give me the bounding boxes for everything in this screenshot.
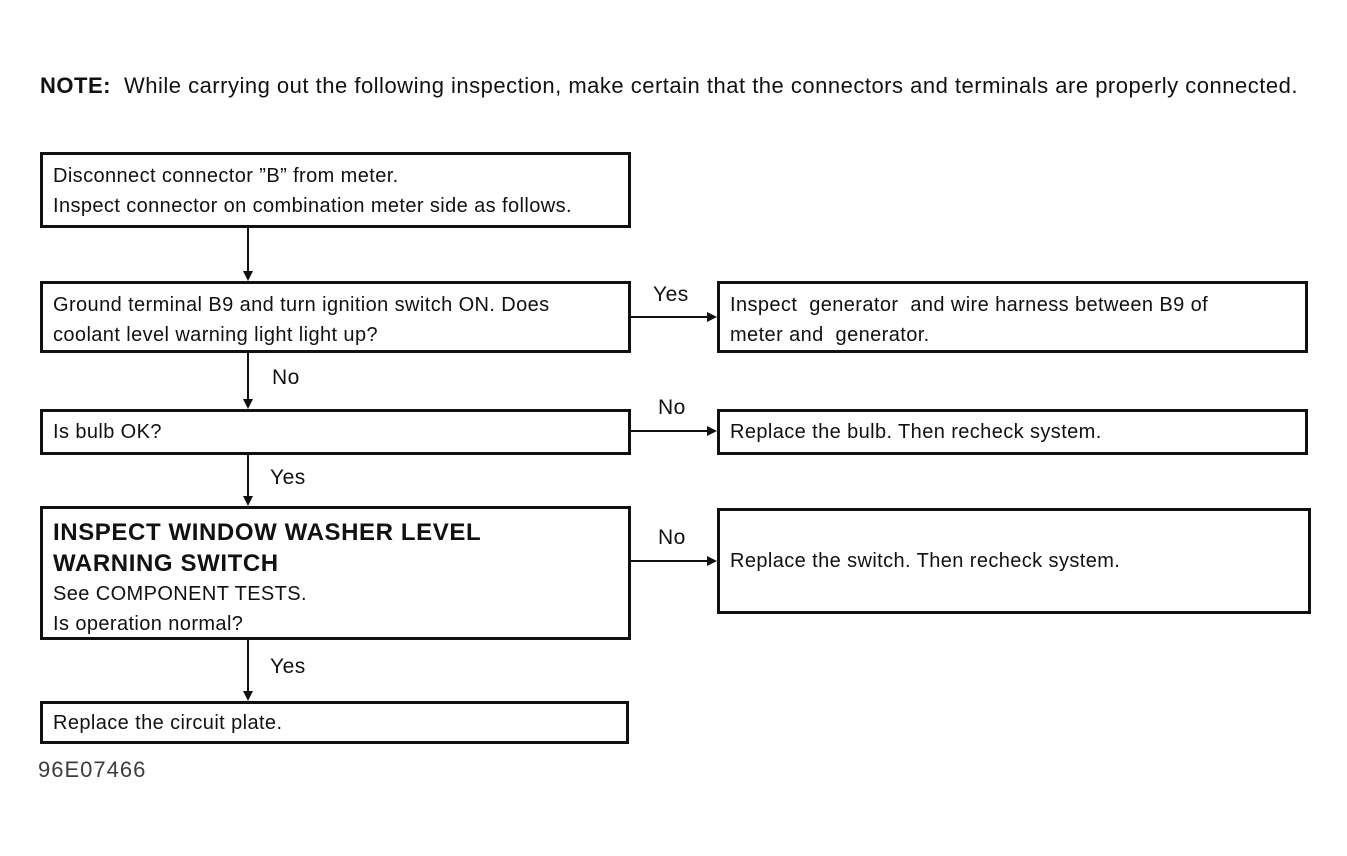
box-replace-plate-line1: Replace the circuit plate. bbox=[53, 711, 283, 734]
connector-line bbox=[247, 640, 249, 693]
connector-line bbox=[631, 560, 709, 562]
arrow-right-icon bbox=[707, 556, 717, 566]
arrow-down-icon bbox=[243, 691, 253, 701]
note-body: While carrying out the following inspect… bbox=[123, 73, 1298, 98]
note-label: NOTE: bbox=[40, 73, 111, 98]
edge-label-yes-inspect-switch: Yes bbox=[270, 466, 306, 489]
arrow-down-icon bbox=[243, 271, 253, 281]
arrow-down-icon bbox=[243, 496, 253, 506]
box-disconnect-line1: Disconnect connector ”B” from meter. bbox=[53, 165, 399, 187]
box-replace-switch: Replace the switch. Then recheck system. bbox=[717, 508, 1311, 614]
box-replace-circuit-plate: Replace the circuit plate. bbox=[40, 701, 629, 744]
note: NOTE: While carrying out the following in… bbox=[40, 70, 1325, 101]
connector-line bbox=[247, 455, 249, 498]
connector-line bbox=[631, 430, 709, 432]
box-inspect-switch-line1: See COMPONENT TESTS. bbox=[53, 583, 307, 605]
edge-label-yes-circuit-plate: Yes bbox=[270, 655, 306, 678]
box-inspect-washer-switch: INSPECT WINDOW WASHER LEVEL WARNING SWIT… bbox=[40, 506, 631, 640]
box-replace-switch-line1: Replace the switch. Then recheck system. bbox=[730, 550, 1121, 572]
arrow-right-icon bbox=[707, 426, 717, 436]
arrow-down-icon bbox=[243, 399, 253, 409]
arrow-right-icon bbox=[707, 312, 717, 322]
figure-code: 96E07466 bbox=[38, 757, 147, 782]
box-ground-line1: Ground terminal B9 and turn ignition swi… bbox=[53, 294, 550, 316]
box-disconnect-connector: Disconnect connector ”B” from meter. Ins… bbox=[40, 152, 631, 228]
box-is-bulb-ok: Is bulb OK? bbox=[40, 409, 631, 455]
box-ground-line2: coolant level warning light light up? bbox=[53, 324, 378, 346]
box-disconnect-line2: Inspect connector on combination meter s… bbox=[53, 195, 572, 217]
box-inspect-switch-line2: Is operation normal? bbox=[53, 613, 244, 635]
box-generator-line2: meter and generator. bbox=[730, 324, 930, 346]
edge-label-no-replace-bulb: No bbox=[658, 396, 686, 419]
box-inspect-generator: Inspect generator and wire harness betwe… bbox=[717, 281, 1308, 353]
connector-line bbox=[631, 316, 709, 318]
box-inspect-switch-heading1: INSPECT WINDOW WASHER LEVEL bbox=[53, 519, 482, 546]
connector-line bbox=[247, 228, 249, 273]
box-generator-line1: Inspect generator and wire harness betwe… bbox=[730, 294, 1209, 316]
box-inspect-switch-heading2: WARNING SWITCH bbox=[53, 550, 279, 577]
edge-label-no-replace-switch: No bbox=[658, 526, 686, 549]
edge-label-yes-generator: Yes bbox=[653, 283, 689, 306]
box-ground-terminal: Ground terminal B9 and turn ignition swi… bbox=[40, 281, 631, 353]
box-replace-bulb-line1: Replace the bulb. Then recheck system. bbox=[730, 421, 1102, 443]
connector-line bbox=[247, 352, 249, 401]
box-replace-bulb: Replace the bulb. Then recheck system. bbox=[717, 409, 1308, 455]
box-bulb-line1: Is bulb OK? bbox=[53, 421, 162, 443]
edge-label-no-bulb: No bbox=[272, 366, 300, 389]
